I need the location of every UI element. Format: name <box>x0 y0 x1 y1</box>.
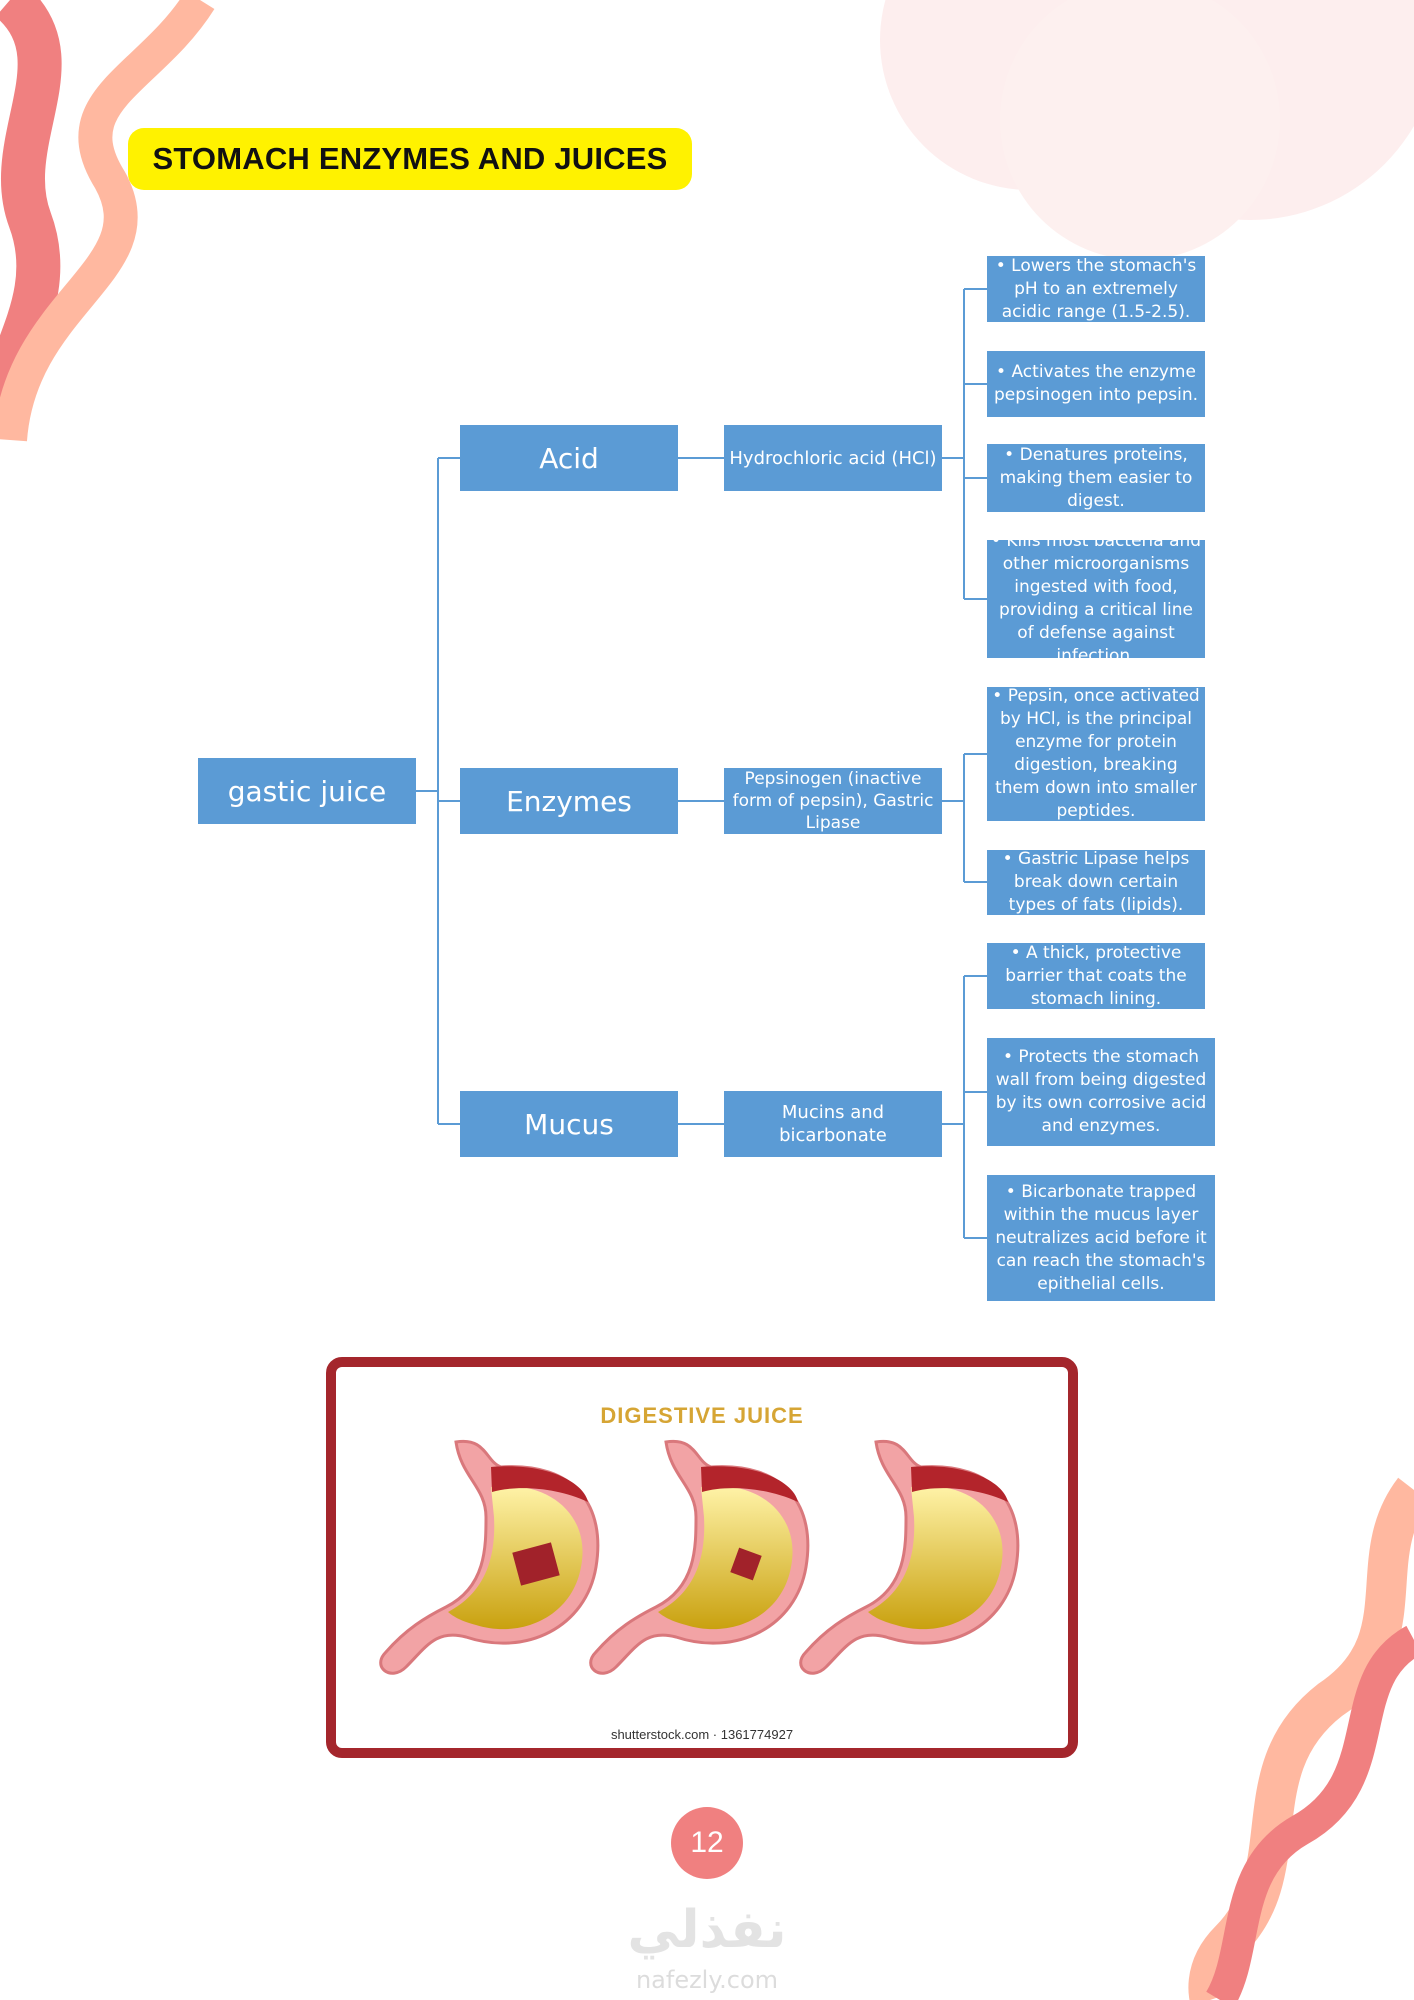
category-enzymes: Enzymes <box>460 768 678 834</box>
detail-mucus: Mucins and bicarbonate <box>724 1091 942 1157</box>
mucus-point-1: • A thick, protective barrier that coats… <box>987 943 1205 1009</box>
stomach-2 <box>589 1439 810 1675</box>
mucus-point-2: • Protects the stomach wall from being d… <box>987 1038 1215 1146</box>
brand-logo-arabic: نفذلي <box>627 1900 787 1960</box>
category-acid: Acid <box>460 425 678 491</box>
figure-title: DIGESTIVE JUICE <box>600 1403 804 1428</box>
mucus-point-3: • Bicarbonate trapped within the mucus l… <box>987 1175 1215 1301</box>
stomach-illustrations <box>379 1439 1020 1675</box>
enzymes-point-1: • Pepsin, once activated by HCl, is the … <box>987 686 1205 821</box>
detail-acid: Hydrochloric acid (HCl) <box>724 425 942 491</box>
detail-enzymes: Pepsinogen (inactive form of pepsin), Ga… <box>724 768 942 834</box>
figure-credit: shutterstock.com · 1361774927 <box>610 1727 794 1742</box>
acid-point-3: • Denatures proteins, making them easier… <box>987 444 1205 512</box>
acid-point-2: • Activates the enzyme pepsinogen into p… <box>987 351 1205 417</box>
category-mucus: Mucus <box>460 1091 678 1157</box>
stomach-1 <box>379 1439 600 1675</box>
enzymes-point-2: • Gastric Lipase helps break down certai… <box>987 849 1205 915</box>
acid-point-1: • Lowers the stomach's pH to an extremel… <box>987 256 1205 322</box>
page-title: STOMACH ENZYMES AND JUICES <box>128 128 692 190</box>
diagram-root-node: gastic juice <box>198 758 416 824</box>
brand-logo-latin: nafezly.com <box>635 1966 779 1994</box>
digestive-juice-figure: DIGESTIVE JUICE shutterstoc <box>326 1357 1078 1758</box>
page-number: 12 <box>671 1807 743 1879</box>
stomach-3 <box>799 1439 1020 1675</box>
acid-point-4: • Kills most bacteria and other microorg… <box>987 531 1205 666</box>
